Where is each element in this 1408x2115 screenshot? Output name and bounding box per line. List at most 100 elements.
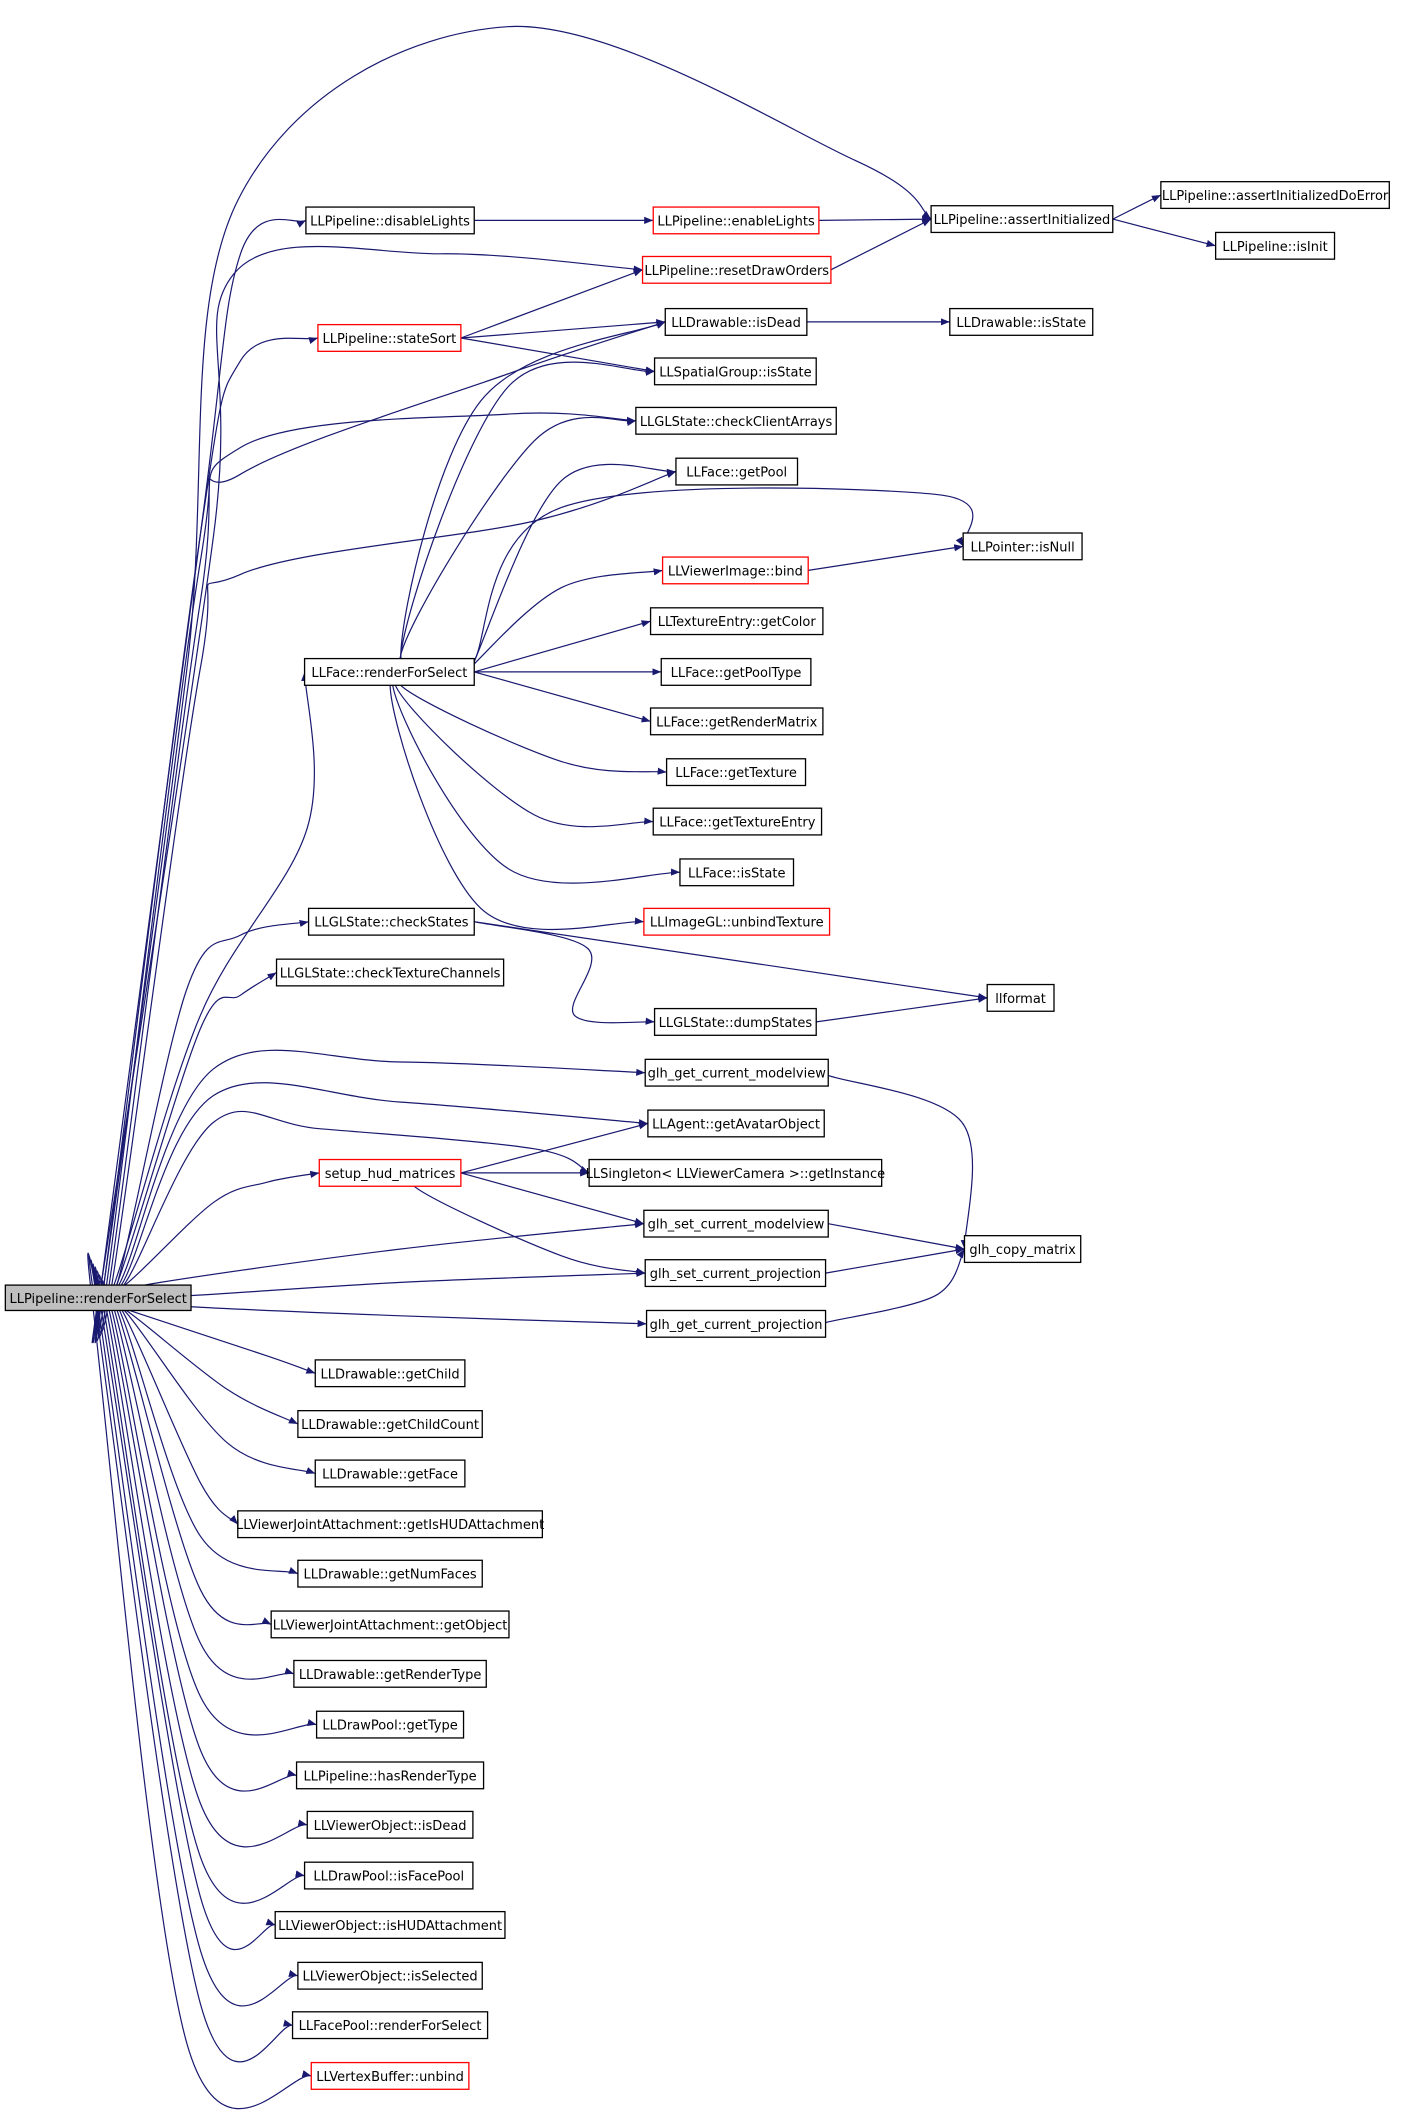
node-n12[interactable]: LLFace::getPool <box>675 457 799 486</box>
node-box[interactable] <box>652 206 820 235</box>
node-n29[interactable]: setup_hud_matrices <box>318 1158 462 1187</box>
node-n10[interactable]: LLSpatialGroup::isState <box>653 357 817 386</box>
node-n45[interactable]: LLDrawPool::isFacePool <box>303 1861 474 1890</box>
node-box[interactable] <box>306 1810 474 1839</box>
node-n30[interactable]: LLSingleton< LLViewerCamera >::getInstan… <box>586 1158 885 1187</box>
node-n7[interactable]: LLPipeline::stateSort <box>317 323 462 352</box>
node-n32[interactable]: glh_copy_matrix <box>963 1235 1082 1264</box>
node-n13[interactable]: LLPointer::isNull <box>962 532 1083 561</box>
node-n48[interactable]: LLFacePool::renderForSelect <box>291 2011 489 2040</box>
node-box[interactable] <box>635 406 837 435</box>
node-box[interactable] <box>270 1610 510 1639</box>
node-n11[interactable]: LLGLState::checkClientArrays <box>635 406 837 435</box>
node-box[interactable] <box>645 1309 827 1338</box>
node-box[interactable] <box>1214 231 1336 260</box>
node-n41[interactable]: LLDrawable::getRenderType <box>293 1659 487 1688</box>
node-box[interactable] <box>641 255 832 284</box>
node-box[interactable] <box>962 532 1083 561</box>
node-n40[interactable]: LLViewerJointAttachment::getObject <box>270 1610 510 1639</box>
node-n3[interactable]: LLPipeline::assertInitialized <box>930 205 1114 234</box>
node-n27[interactable]: glh_get_current_modelview <box>644 1058 829 1087</box>
node-box[interactable] <box>297 1961 483 1990</box>
node-box[interactable] <box>949 307 1094 336</box>
node-n19[interactable]: LLFace::getTexture <box>665 758 807 787</box>
node-box[interactable] <box>652 807 823 836</box>
node-n15[interactable]: LLTextureEntry::getColor <box>649 607 824 636</box>
node-n17[interactable]: LLFace::getPoolType <box>660 657 812 686</box>
node-box[interactable] <box>963 1235 1082 1264</box>
node-n25[interactable]: llformat <box>986 983 1055 1012</box>
node-box[interactable] <box>665 758 807 787</box>
node-n42[interactable]: LLDrawPool::getType <box>315 1710 465 1739</box>
node-n23[interactable]: LLGLState::checkStates <box>307 907 475 936</box>
node-box[interactable] <box>305 206 475 235</box>
node-n49[interactable]: LLVertexBuffer::unbind <box>310 2061 470 2090</box>
node-n28[interactable]: LLAgent::getAvatarObject <box>647 1109 825 1138</box>
node-box[interactable] <box>644 1259 827 1288</box>
node-n20[interactable]: LLFace::getTextureEntry <box>652 807 823 836</box>
node-n5[interactable]: LLPipeline::isInit <box>1214 231 1336 260</box>
node-n6[interactable]: LLPipeline::resetDrawOrders <box>641 255 832 284</box>
node-box[interactable] <box>293 1659 487 1688</box>
node-n1[interactable]: LLPipeline::disableLights <box>305 206 475 235</box>
node-n39[interactable]: LLDrawable::getNumFaces <box>297 1559 483 1588</box>
node-box[interactable] <box>237 1510 544 1539</box>
node-box[interactable] <box>664 307 808 336</box>
node-n35[interactable]: LLDrawable::getChild <box>314 1359 466 1388</box>
node-n4[interactable]: LLPipeline::assertInitializedDoError <box>1160 181 1390 210</box>
node-box[interactable] <box>986 983 1055 1012</box>
node-n9[interactable]: LLDrawable::isState <box>949 307 1094 336</box>
node-box[interactable] <box>4 1284 192 1312</box>
node-box[interactable] <box>314 1359 466 1388</box>
node-n31[interactable]: glh_set_current_modelview <box>643 1209 829 1238</box>
node-box[interactable] <box>275 958 505 987</box>
node-box[interactable] <box>653 357 817 386</box>
node-box[interactable] <box>647 1109 825 1138</box>
node-n44[interactable]: LLViewerObject::isDead <box>306 1810 474 1839</box>
node-n21[interactable]: LLFace::isState <box>679 858 795 887</box>
node-box[interactable] <box>675 457 799 486</box>
node-box[interactable] <box>660 657 812 686</box>
node-box[interactable] <box>930 205 1114 234</box>
node-n24[interactable]: LLGLState::checkTextureChannels <box>275 958 505 987</box>
node-box[interactable] <box>297 1410 483 1439</box>
node-n43[interactable]: LLPipeline::hasRenderType <box>295 1761 485 1790</box>
node-box[interactable] <box>649 707 824 736</box>
node-n18[interactable]: LLFace::getRenderMatrix <box>649 707 824 736</box>
node-box[interactable] <box>588 1158 883 1187</box>
node-n37[interactable]: LLDrawable::getFace <box>314 1459 466 1488</box>
node-n22[interactable]: LLImageGL::unbindTexture <box>643 907 831 936</box>
node-box[interactable] <box>644 1058 829 1087</box>
node-box[interactable] <box>295 1761 485 1790</box>
node-box[interactable] <box>303 657 475 686</box>
node-box[interactable] <box>274 1910 506 1939</box>
node-n47[interactable]: LLViewerObject::isSelected <box>297 1961 483 1990</box>
node-box[interactable] <box>649 607 824 636</box>
node-box[interactable] <box>317 323 462 352</box>
node-box[interactable] <box>1160 181 1390 210</box>
node-box[interactable] <box>297 1559 483 1588</box>
node-n36[interactable]: LLDrawable::getChildCount <box>297 1410 483 1439</box>
node-n2[interactable]: LLPipeline::enableLights <box>652 206 820 235</box>
node-box[interactable] <box>310 2061 470 2090</box>
node-n26[interactable]: LLGLState::dumpStates <box>653 1007 817 1036</box>
node-box[interactable] <box>314 1459 466 1488</box>
node-box[interactable] <box>291 2011 489 2040</box>
node-n34[interactable]: glh_get_current_projection <box>645 1309 827 1338</box>
node-box[interactable] <box>653 1007 817 1036</box>
node-box[interactable] <box>661 556 809 585</box>
node-n14[interactable]: LLViewerImage::bind <box>661 556 809 585</box>
node-n38[interactable]: LLViewerJointAttachment::getIsHUDAttachm… <box>236 1510 544 1539</box>
node-n16[interactable]: LLFace::renderForSelect <box>303 657 475 686</box>
node-box[interactable] <box>643 907 831 936</box>
node-box[interactable] <box>643 1209 829 1238</box>
node-box[interactable] <box>315 1710 465 1739</box>
node-box[interactable] <box>303 1861 474 1890</box>
node-box[interactable] <box>679 858 795 887</box>
node-n8[interactable]: LLDrawable::isDead <box>664 307 808 336</box>
node-root[interactable]: LLPipeline::renderForSelect <box>4 1284 192 1312</box>
node-box[interactable] <box>318 1158 462 1187</box>
node-n46[interactable]: LLViewerObject::isHUDAttachment <box>274 1910 506 1939</box>
node-box[interactable] <box>307 907 475 936</box>
node-n33[interactable]: glh_set_current_projection <box>644 1259 827 1288</box>
